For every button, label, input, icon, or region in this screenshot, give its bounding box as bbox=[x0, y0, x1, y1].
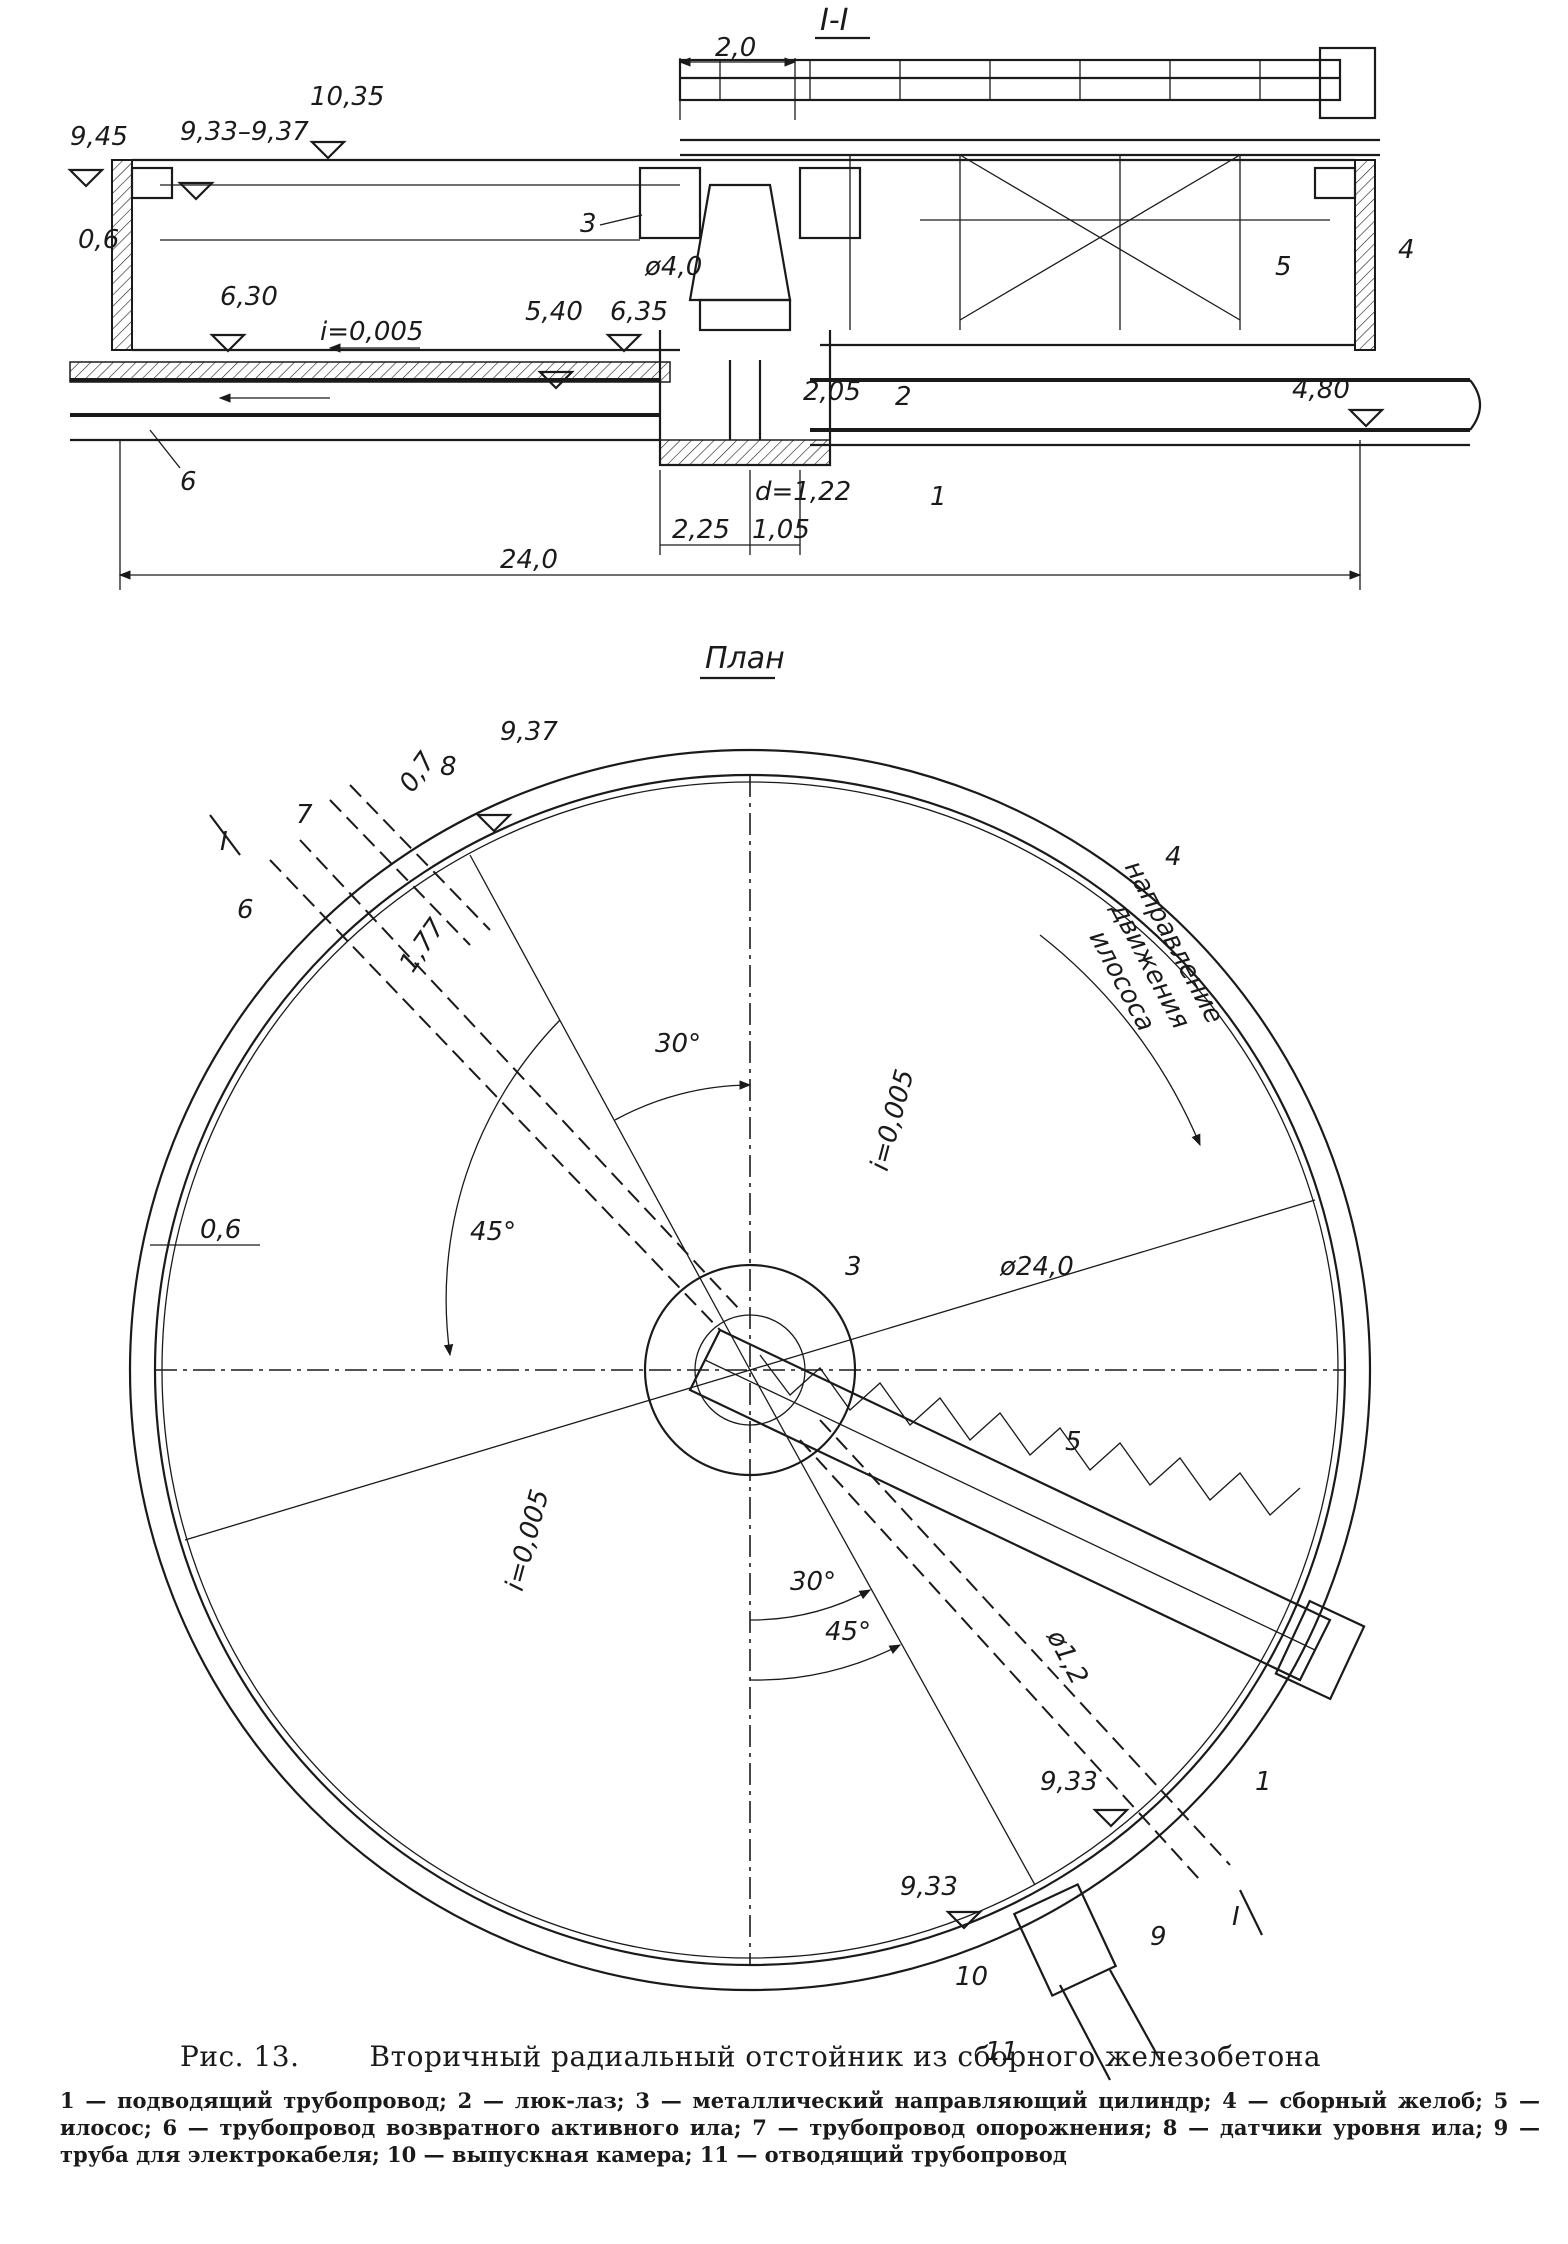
direction-arrow bbox=[1039, 934, 1201, 1147]
level-945: 9,45 bbox=[70, 122, 128, 152]
callout-5-section: 5 bbox=[1275, 252, 1292, 282]
drive-motor bbox=[1318, 46, 1377, 120]
tank-outer-wall bbox=[128, 748, 1372, 1992]
direction-label: направление движения илососа bbox=[1083, 856, 1229, 1037]
arc-45-bottom bbox=[749, 1644, 902, 1681]
callout-3-section: 3 bbox=[580, 209, 597, 239]
figure-caption: Рис. 13. Вторичный радиальный отстойник и… bbox=[60, 2040, 1540, 2168]
dim-plan-07: 0,7 bbox=[394, 746, 443, 797]
caption-title-line: Рис. 13. Вторичный радиальный отстойник и… bbox=[60, 2040, 1540, 2073]
dim-pit-left: 2,25 bbox=[672, 515, 730, 545]
level-933-937: 9,33–9,37 bbox=[180, 117, 309, 147]
dim-top-width: 2,0 bbox=[715, 33, 756, 63]
level-markers: 9,45 9,33–9,37 10,35 6,30 5,40 6,35 4,80 bbox=[67, 82, 1385, 428]
plan-level-933-a: 9,33 bbox=[1040, 1767, 1098, 1797]
callout-1-plan: 1 bbox=[1255, 1767, 1272, 1797]
dim-rim-depth: 0,6 bbox=[78, 225, 119, 255]
bottom-slab bbox=[69, 343, 1482, 447]
dim-plan-rim: 0,6 bbox=[200, 1215, 241, 1245]
callout-1-section: 1 bbox=[930, 482, 947, 512]
collection-trough-left bbox=[130, 166, 174, 200]
dim-pipe-diameter: d=1,22 bbox=[755, 477, 851, 507]
callout-6-section: 6 bbox=[180, 467, 197, 497]
arc-30-top bbox=[614, 1080, 752, 1121]
level-480: 4,80 bbox=[1292, 375, 1350, 405]
callout-11-plan: 11 bbox=[985, 2037, 1018, 2067]
callout-8-plan: 8 bbox=[440, 752, 457, 782]
callout-2-section: 2 bbox=[895, 382, 912, 412]
callout-4-plan: 4 bbox=[1165, 842, 1182, 872]
callout-5-plan: 5 bbox=[1065, 1427, 1082, 1457]
outlet-chamber bbox=[1012, 1882, 1161, 2081]
section-mark-bottom: I bbox=[1232, 1902, 1240, 1932]
section-mark-top: I bbox=[220, 827, 228, 857]
angle-30-bottom: 30° bbox=[790, 1567, 836, 1597]
callout-10-plan: 10 bbox=[955, 1962, 988, 1992]
dim-plan-177: 1,77 bbox=[394, 913, 452, 978]
angle-45-left: 45° bbox=[470, 1217, 516, 1247]
dim-pit-right: 1,05 bbox=[752, 515, 810, 545]
level-540: 5,40 bbox=[525, 297, 583, 327]
figure-title: Вторичный радиальный отстойник из сборно… bbox=[369, 2040, 1322, 2073]
slope-plan-top: i=0,005 bbox=[865, 1066, 921, 1174]
callout-6-plan: 6 bbox=[237, 895, 254, 925]
arc-30-bottom bbox=[749, 1589, 872, 1621]
section-mark-bottom-line bbox=[1239, 1889, 1263, 1936]
bridge-truss bbox=[678, 46, 1380, 330]
figure-legend: 1 — подводящий трубопровод; 2 — люк-лаз;… bbox=[60, 2088, 1540, 2167]
dim-plan-diameter: ø24,0 bbox=[999, 1252, 1074, 1282]
level-1035: 10,35 bbox=[310, 82, 384, 112]
angle-30-top: 30° bbox=[655, 1029, 701, 1059]
dim-cylinder: ø4,0 bbox=[644, 252, 702, 282]
pipeline-return-sludge bbox=[269, 839, 741, 1331]
figure-number: Рис. 13. bbox=[180, 2040, 300, 2073]
callout-7-plan: 7 bbox=[296, 800, 313, 830]
plan-level-marker-top bbox=[475, 813, 513, 833]
arc-45-left bbox=[443, 1019, 561, 1357]
angle-45-bottom: 45° bbox=[825, 1617, 871, 1647]
dim-manhole: 2,05 bbox=[803, 377, 861, 407]
guide-cylinder bbox=[638, 166, 702, 240]
plan-level-937: 9,37 bbox=[500, 717, 558, 747]
dim-plan-pipe: ø1,2 bbox=[1040, 1624, 1094, 1690]
plan-level-marker-r1 bbox=[1092, 1808, 1130, 1828]
leader-6-section bbox=[149, 429, 181, 469]
plan-title: План bbox=[705, 641, 785, 676]
pipeline-cable bbox=[799, 1419, 1231, 1881]
section-view: I-I 2,0 bbox=[67, 3, 1482, 590]
section-mark-top-line bbox=[209, 814, 241, 856]
sludge-collector-arm bbox=[688, 1328, 1366, 1701]
callout-3-plan: 3 bbox=[845, 1252, 862, 1282]
dim-total: 24,0 bbox=[500, 545, 558, 575]
plan-level-marker-r2 bbox=[945, 1910, 983, 1930]
tank-walls bbox=[111, 158, 1376, 351]
plan-level-933-b: 9,33 bbox=[900, 1872, 958, 1902]
level-630: 6,30 bbox=[220, 282, 278, 312]
section-slope: i=0,005 bbox=[320, 317, 423, 347]
leader-3-section bbox=[599, 214, 643, 226]
callout-4-section: 4 bbox=[1398, 235, 1415, 265]
radial-lines bbox=[155, 775, 1345, 1965]
central-column bbox=[638, 166, 862, 467]
plan-view: План bbox=[128, 641, 1372, 2081]
section-title: I-I bbox=[820, 3, 849, 38]
level-635: 6,35 bbox=[610, 297, 668, 327]
collection-trough-right bbox=[1313, 166, 1357, 200]
slope-plan-left: i=0,005 bbox=[500, 1486, 556, 1594]
callout-9-plan: 9 bbox=[1150, 1922, 1167, 1952]
pipeline-drain bbox=[329, 784, 491, 946]
